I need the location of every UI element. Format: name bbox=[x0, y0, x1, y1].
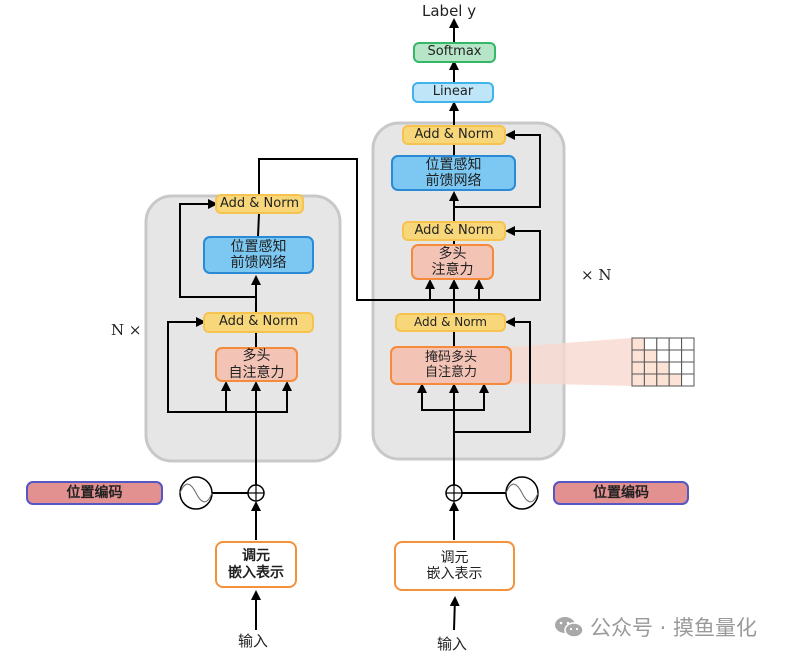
mask-cell bbox=[668, 337, 683, 351]
mask-cell bbox=[631, 373, 645, 387]
encoder-repeat-label: N × bbox=[111, 321, 142, 339]
mask-cell bbox=[643, 337, 658, 351]
decoder-add-norm-bottom: Add & Norm bbox=[395, 313, 506, 332]
decoder-positional-encoding: 位置编码 bbox=[553, 481, 689, 505]
decoder-cross-attention-box: 多头 注意力 bbox=[411, 244, 494, 280]
watermark-text: 公众号 · 摸鱼量化 bbox=[590, 616, 758, 640]
mask-cell bbox=[643, 349, 658, 363]
mask-cell bbox=[656, 349, 670, 363]
mask-cell bbox=[631, 349, 645, 363]
mask-projection bbox=[510, 338, 632, 386]
mask-cell bbox=[668, 349, 683, 363]
decoder-embedding-line2: 嵌入表示 bbox=[426, 566, 483, 582]
decoder-ffn-line1: 位置感知 bbox=[425, 156, 482, 173]
decoder-add-norm-top: Add & Norm bbox=[402, 125, 506, 145]
encoder-embedding-line2: 嵌入表示 bbox=[228, 564, 284, 581]
mask-cell bbox=[643, 373, 658, 387]
encoder-self-attention-box: 多头 自注意力 bbox=[215, 347, 298, 382]
mask-cell bbox=[631, 337, 645, 351]
mask-cell bbox=[668, 373, 683, 387]
softmax-box: Softmax bbox=[413, 42, 496, 63]
encoder-sine-icon bbox=[179, 476, 213, 510]
decoder-embedding-box: 调元 嵌入表示 bbox=[394, 541, 515, 591]
mask-matrix bbox=[631, 337, 695, 387]
encoder-positional-encoding: 位置编码 bbox=[26, 481, 163, 505]
decoder-input-label: 输入 bbox=[437, 635, 468, 653]
decoder-sine-icon bbox=[505, 476, 539, 510]
mask-cell bbox=[656, 337, 670, 351]
mask-cell bbox=[681, 373, 695, 387]
watermark: 公众号 · 摸鱼量化 bbox=[554, 612, 757, 642]
decoder-ffn-box: 位置感知 前馈网络 bbox=[391, 155, 516, 191]
decoder-masked-attention-box: 掩码多头 自注意力 bbox=[390, 346, 512, 385]
decoder-cross-attention-line2: 注意力 bbox=[431, 262, 474, 278]
decoder-masked-attention-line2: 自注意力 bbox=[424, 364, 477, 380]
encoder-ffn-line2: 前馈网络 bbox=[230, 255, 287, 271]
encoder-embedding-line1: 调元 bbox=[242, 548, 270, 565]
decoder-cross-attention-line1: 多头 bbox=[438, 245, 467, 262]
mask-cell bbox=[681, 337, 695, 351]
encoder-embedding-box: 调元 嵌入表示 bbox=[215, 541, 297, 588]
encoder-ffn-line1: 位置感知 bbox=[230, 238, 287, 255]
encoder-self-attention-line2: 自注意力 bbox=[228, 364, 285, 381]
mask-cell bbox=[631, 361, 645, 375]
mask-cell bbox=[643, 361, 658, 375]
linear-box: Linear bbox=[412, 82, 494, 103]
decoder-ffn-line2: 前馈网络 bbox=[425, 173, 482, 189]
encoder-add-norm-top: Add & Norm bbox=[215, 194, 304, 214]
encoder-self-attention-line1: 多头 bbox=[242, 348, 271, 365]
mask-cell bbox=[681, 361, 695, 375]
wechat-icon bbox=[555, 617, 584, 638]
decoder-embedding-line1: 调元 bbox=[440, 549, 469, 566]
encoder-add-norm-bottom: Add & Norm bbox=[203, 312, 314, 333]
mask-cell bbox=[656, 373, 670, 387]
mask-cell bbox=[656, 361, 670, 375]
decoder-masked-attention-line1: 掩码多头 bbox=[424, 349, 477, 365]
mask-cell bbox=[681, 349, 695, 363]
output-label: Label y bbox=[422, 2, 477, 20]
encoder-ffn-box: 位置感知 前馈网络 bbox=[203, 236, 314, 274]
decoder-repeat-label: × N bbox=[581, 266, 612, 284]
mask-cell bbox=[668, 361, 683, 375]
decoder-add-norm-mid: Add & Norm bbox=[402, 221, 506, 241]
encoder-input-label: 输入 bbox=[238, 632, 269, 650]
